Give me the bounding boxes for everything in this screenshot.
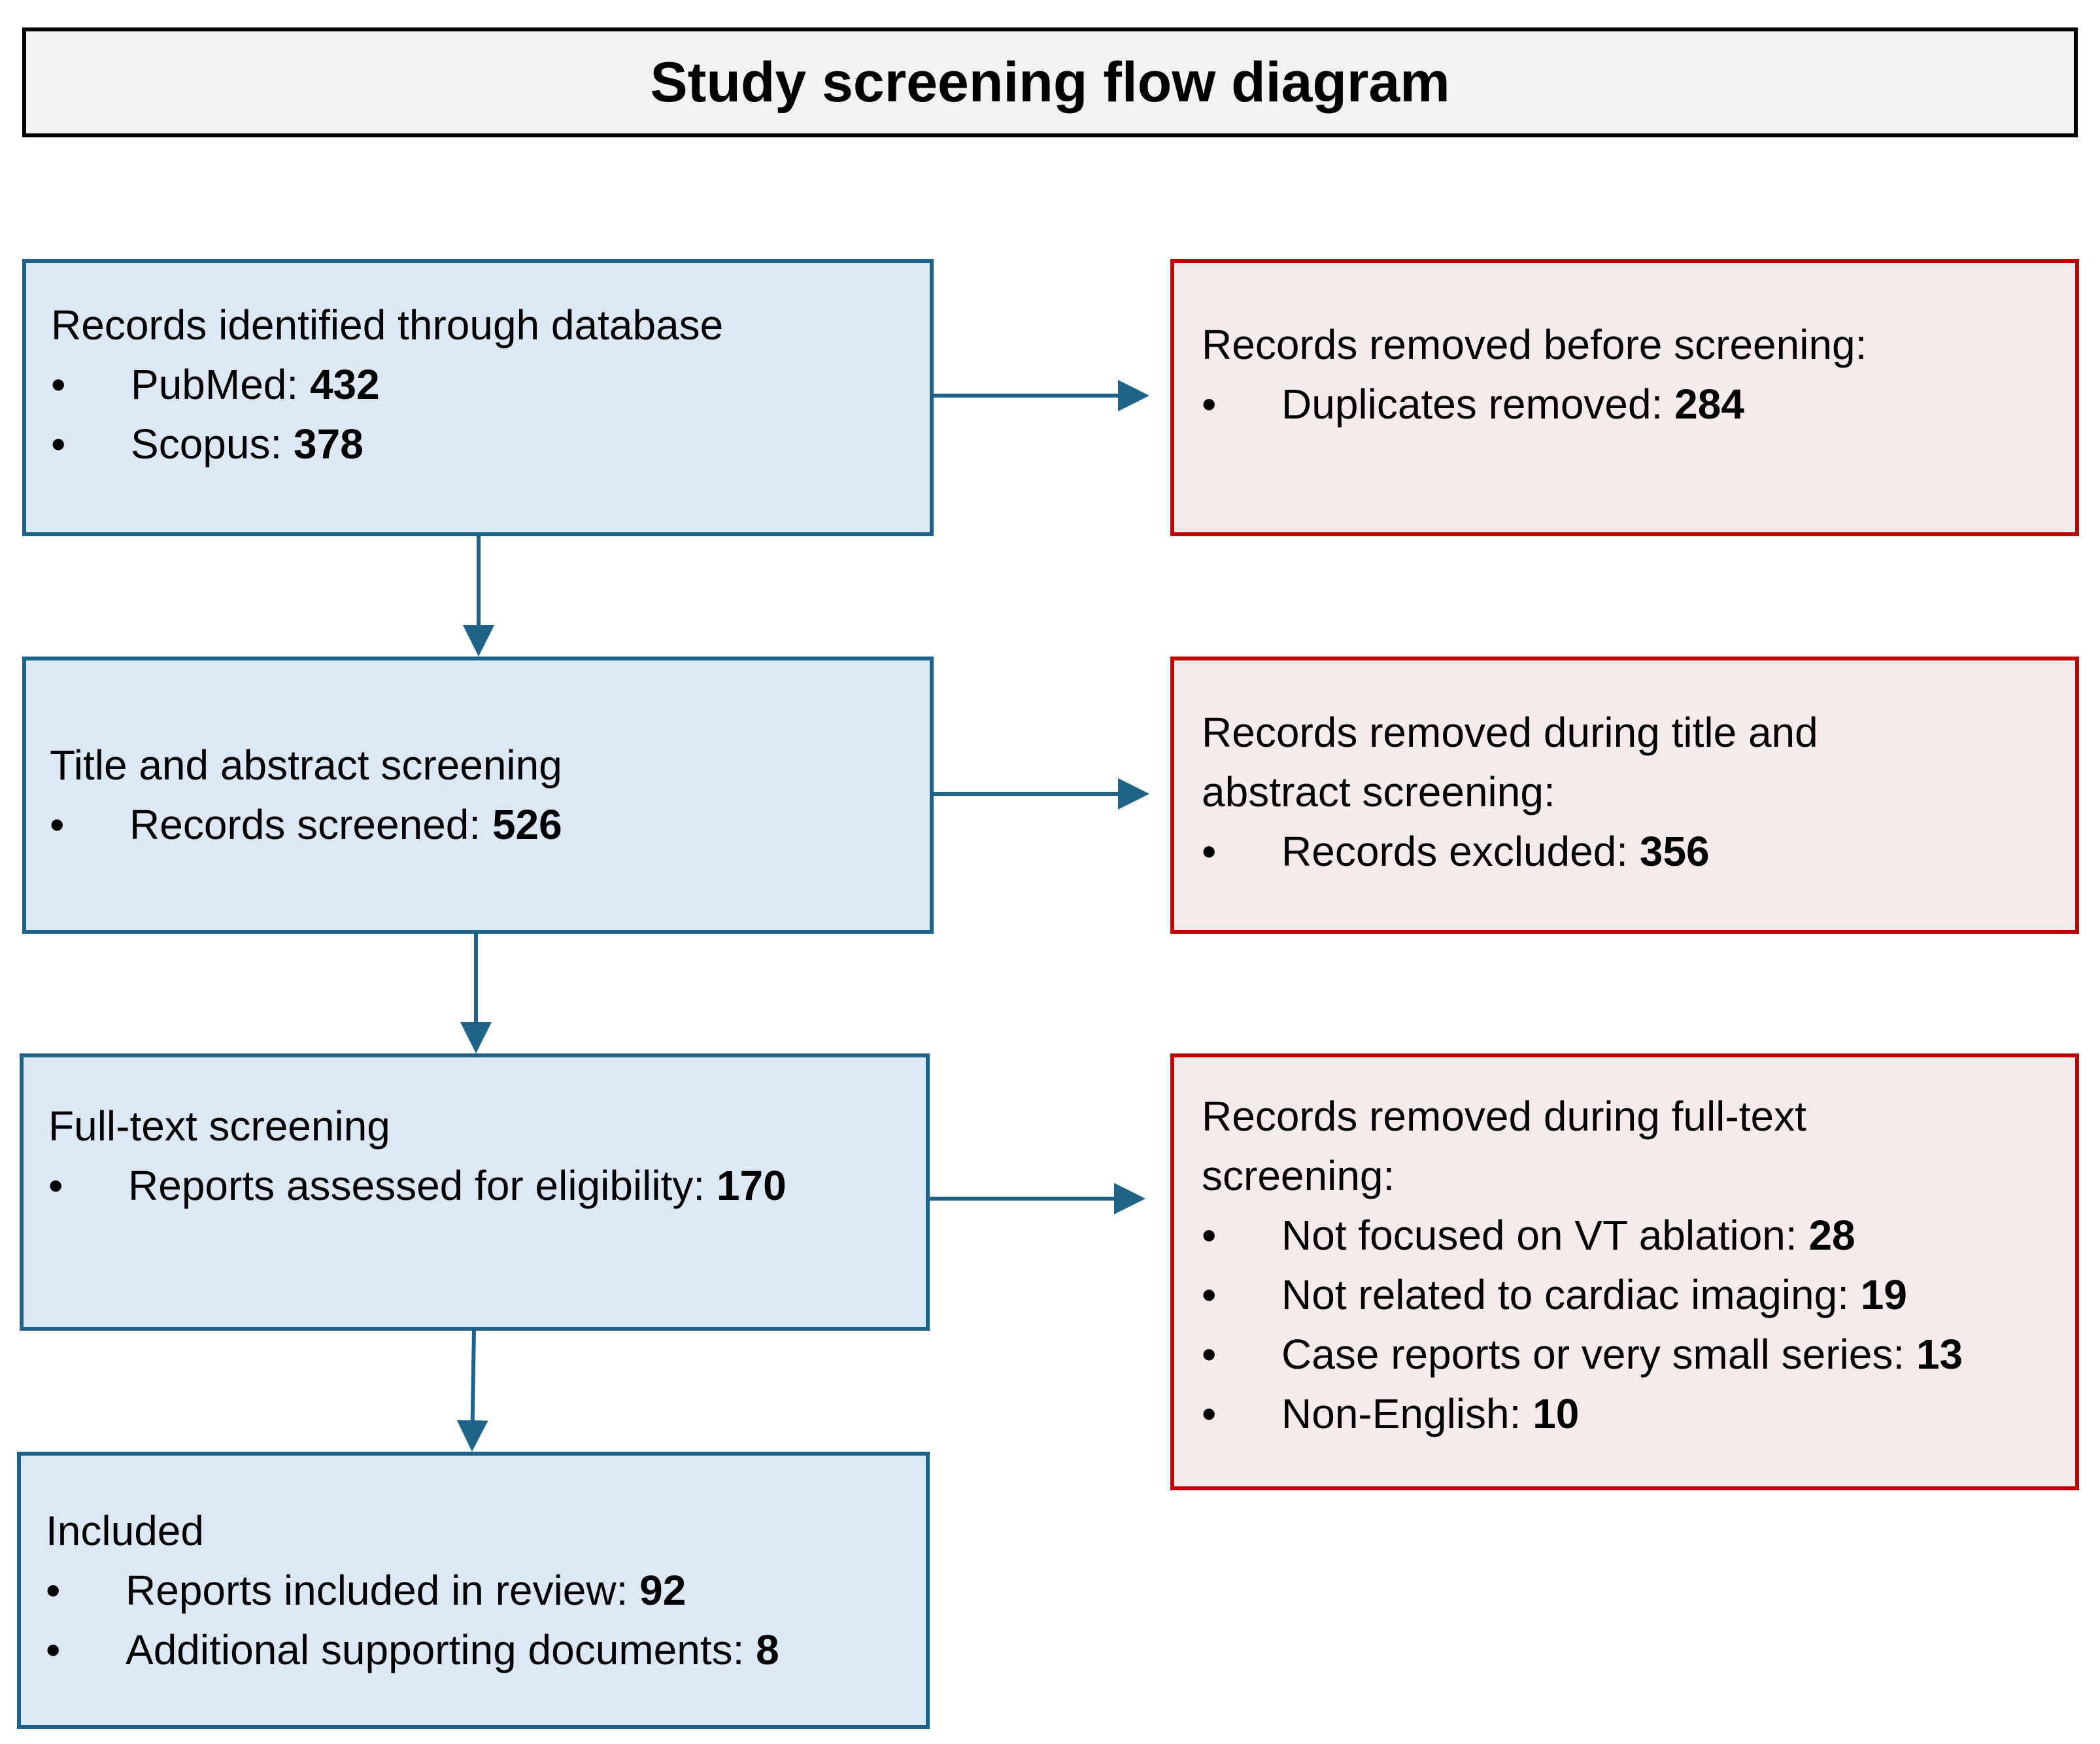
diagram-title: Study screening flow diagram [650, 50, 1450, 114]
full-text-screening-box: Full-text screening •Reports assessed fo… [20, 1053, 930, 1331]
box-heading: Included [46, 1507, 204, 1554]
box-heading: Records identified through database [51, 301, 724, 349]
list-item: •Reports included in review: 92 [46, 1566, 686, 1614]
arrow-fulltext-to-included [456, 1329, 488, 1452]
title-abstract-screening-box: Title and abstract screening •Records sc… [22, 657, 934, 934]
box-heading-line: screening: [1202, 1152, 1395, 1199]
list-item: •PubMed: 432 [51, 360, 380, 408]
box-heading: Title and abstract screening [50, 742, 562, 789]
box-heading: Records removed before screening: [1202, 321, 1867, 368]
list-item: •Not related to cardiac imaging: 19 [1202, 1271, 1907, 1318]
box-heading-line: abstract screening: [1202, 768, 1555, 815]
removed-full-text-box: Records removed during full-text screeni… [1170, 1053, 2079, 1490]
removed-title-abstract-box: Records removed during title and abstrac… [1170, 657, 2079, 934]
list-item: •Scopus: 378 [51, 420, 364, 468]
box-heading: Full-text screening [48, 1103, 390, 1150]
list-item: •Non-English: 10 [1202, 1390, 1580, 1437]
diagram-title-box: Study screening flow diagram [22, 27, 2078, 137]
list-item: •Reports assessed for eligibility: 170 [48, 1162, 787, 1209]
list-item: •Records excluded: 356 [1202, 827, 1710, 875]
removed-before-screening-box: Records removed before screening: •Dupli… [1170, 259, 2079, 536]
included-box: Included •Reports included in review: 92… [17, 1452, 930, 1729]
list-item: •Not focused on VT ablation: 28 [1202, 1212, 1855, 1259]
list-item: •Duplicates removed: 284 [1202, 381, 1744, 428]
list-item: •Case reports or very small series: 13 [1202, 1331, 1963, 1378]
identification-box: Records identified through database •Pub… [22, 259, 934, 536]
box-heading-line: Records removed during full-text [1202, 1093, 1806, 1140]
list-item: •Records screened: 526 [50, 801, 562, 848]
list-item: •Additional supporting documents: 8 [46, 1626, 779, 1673]
box-heading-line: Records removed during title and [1202, 708, 1818, 756]
